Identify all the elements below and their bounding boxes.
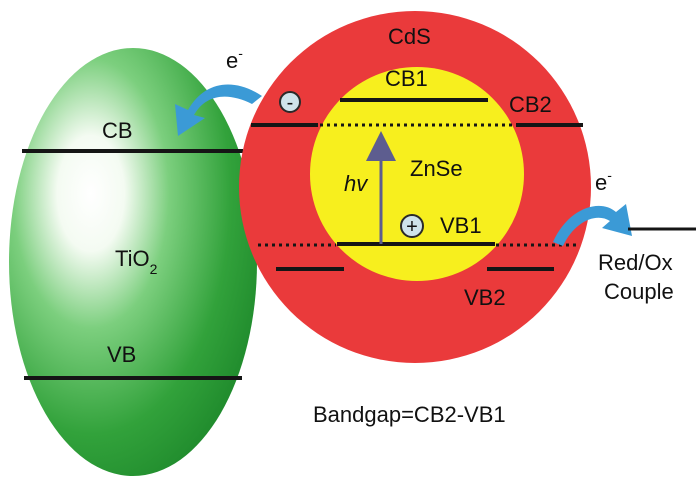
excitation-label: hv <box>344 171 369 196</box>
cb2-label: CB2 <box>509 92 552 117</box>
cds-label: CdS <box>388 24 431 49</box>
hole-circle <box>400 214 424 238</box>
electron-left-label: e- <box>226 45 243 73</box>
electron-transfer-arrow-left <box>175 84 262 136</box>
tio2-name: TiO2 <box>115 246 158 277</box>
redox-line1: Red/Ox <box>598 250 673 275</box>
cb1-label: CB1 <box>385 66 428 91</box>
vb1-label: VB1 <box>440 213 482 238</box>
electron-right-label: e- <box>595 167 612 195</box>
znse-core <box>310 67 524 281</box>
electron-circle <box>279 91 301 113</box>
electron-transfer-arrow-right <box>553 204 632 246</box>
hole-symbol: + <box>406 216 418 238</box>
redox-line2: Couple <box>604 279 674 304</box>
znse-label: ZnSe <box>410 156 463 181</box>
bandgap-caption: Bandgap=CB2-VB1 <box>313 402 506 427</box>
electron-symbol: - <box>287 92 294 114</box>
tio2-vb-label: VB <box>107 342 136 367</box>
tio2-cb-label: CB <box>102 118 133 143</box>
tio2-particle <box>9 48 257 476</box>
vb2-label: VB2 <box>464 285 506 310</box>
